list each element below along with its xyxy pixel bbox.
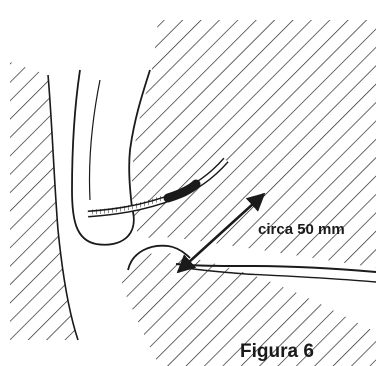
figure-caption: Figura 6 xyxy=(240,341,314,363)
measurement-label: circa 50 mm xyxy=(258,221,345,238)
